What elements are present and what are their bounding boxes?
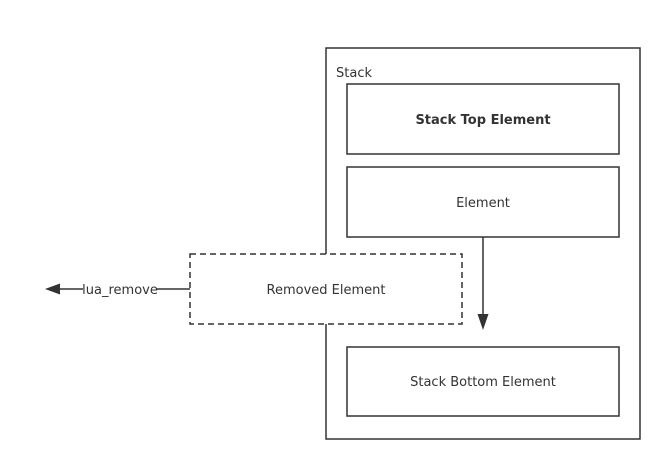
element-label: Element: [456, 196, 510, 211]
stack-label: Stack: [336, 66, 372, 81]
removed-element-box: [189, 253, 463, 325]
stack-top-element-box: [346, 83, 620, 155]
arrow-down-icon: [477, 237, 489, 330]
arrow-left-icon: [45, 283, 190, 295]
stack-top-element-label: Stack Top Element: [415, 113, 550, 128]
removed-element-label: Removed Element: [267, 283, 386, 298]
stack-bottom-element-box: [346, 346, 620, 417]
stack-bottom-element-label: Stack Bottom Element: [410, 375, 556, 390]
lua-remove-label: lua_remove: [82, 283, 158, 298]
element-box: [346, 166, 620, 238]
